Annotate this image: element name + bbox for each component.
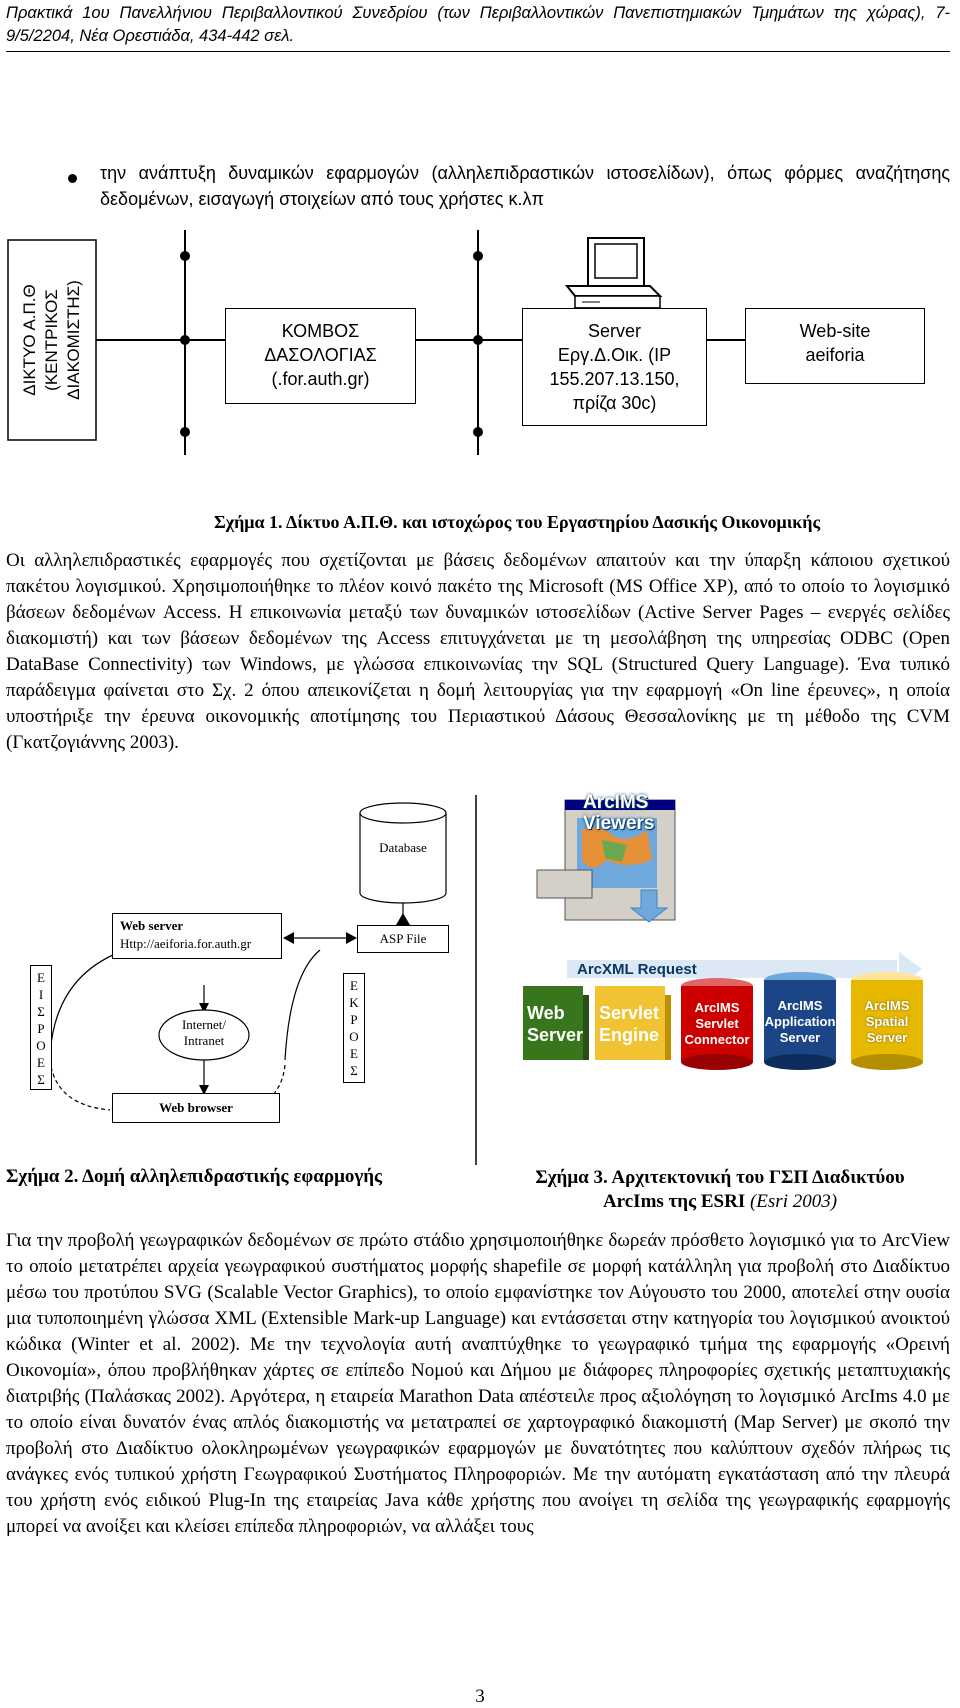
figure-3: ArcIMS Viewers ArcXML Request Web Server… bbox=[507, 790, 955, 1112]
bullet-text: την ανάπτυξη δυναμικών εφαρμογών (αλληλε… bbox=[100, 163, 950, 209]
figure-2-caption: Σχήμα 2. Δομή αλληλεπιδραστικής εφαρμογή… bbox=[6, 1166, 383, 1187]
page-number: 3 bbox=[475, 1686, 485, 1707]
web-server-label: Web Server bbox=[527, 1003, 584, 1045]
computer-icon bbox=[564, 237, 671, 315]
network-label: ΔΙΚΤΥΟ Α.Π.Θ (ΚΕΝΤΡΙΚΟΣ ΔΙΑΚΟΜΙΣΤΗΣ) bbox=[20, 280, 83, 400]
arcims-viewers-label: ArcIMS Viewers bbox=[583, 792, 655, 834]
figure-1: ΔΙΚΤΥΟ Α.Π.Θ (ΚΕΝΤΡΙΚΟΣ ΔΙΑΚΟΜΙΣΤΗΣ) ΚΟΜ… bbox=[0, 230, 960, 510]
web-server-box: Web server Http://aeiforia.for.auth.gr bbox=[112, 913, 282, 959]
figure-3-graphics bbox=[523, 799, 923, 1070]
arcxml-request-label: ArcXML Request bbox=[577, 961, 697, 978]
figure-2-lines bbox=[49, 795, 477, 1165]
running-header: Πρακτικά 1ου Πανελλήνιου Περιβαλλοντικού… bbox=[6, 2, 950, 52]
internet-label: Internet/ Intranet bbox=[181, 1017, 227, 1048]
servlet-engine-label: Servlet Engine bbox=[599, 1003, 660, 1045]
node-server: Server Εργ.Δ.Οικ. (IP 155.207.13.150, πρ… bbox=[522, 308, 707, 426]
figure-3-caption: Σχήμα 3. Αρχιτεκτονική του ΓΣΠ Διαδικτύο… bbox=[535, 1167, 905, 1212]
node-website: Web-site aeiforia bbox=[745, 308, 925, 384]
node-kombos: ΚΟΜΒΟΣ ΔΑΣΟΛΟΓΙΑΣ (.for.auth.gr) bbox=[225, 308, 416, 404]
bullet-dot bbox=[68, 174, 77, 183]
web-browser-box: Web browser bbox=[112, 1093, 280, 1123]
asp-file-box: ASP File bbox=[357, 925, 449, 953]
figure-2: Database Web server Http://aeiforia.for.… bbox=[0, 795, 490, 1170]
spatial-server-label: ArcIMS Spatial Server bbox=[864, 998, 910, 1045]
servlet-connector-label: ArcIMS Servlet Connector bbox=[684, 1000, 750, 1047]
paragraph-1: Οι αλληλεπιδραστικές εφαρμογές που σχετί… bbox=[6, 550, 950, 753]
database-label: Database bbox=[379, 840, 427, 855]
figure-1-caption: Σχήμα 1. Δίκτυο Α.Π.Θ. και ιστοχώρος του… bbox=[214, 512, 821, 532]
app-server-label: ArcIMS Application Server bbox=[764, 998, 836, 1045]
paragraph-2: Για την προβολή γεωγραφικών δεδομένων σε… bbox=[6, 1230, 950, 1537]
